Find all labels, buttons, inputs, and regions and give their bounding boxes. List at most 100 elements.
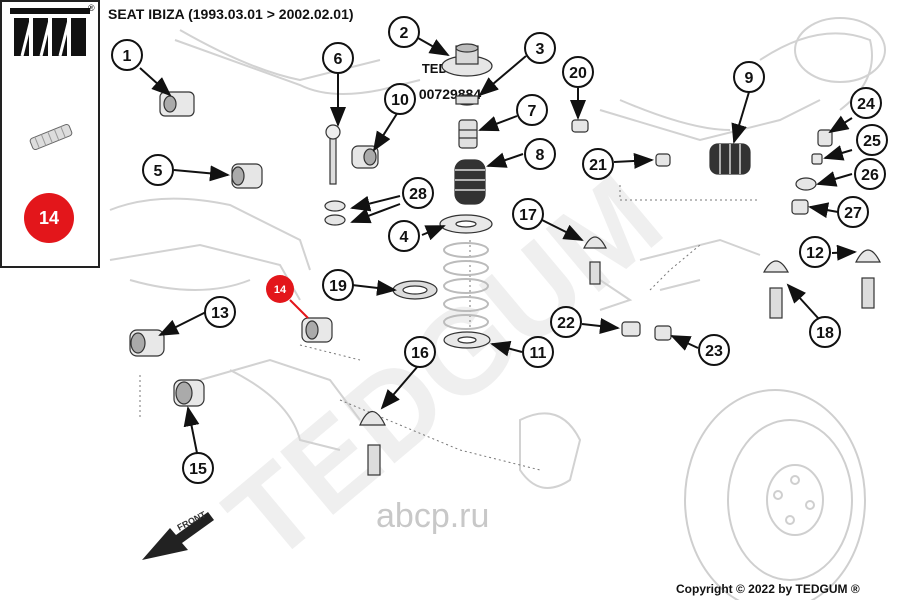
callout-5: 5 bbox=[142, 154, 174, 186]
leader-arrows bbox=[139, 37, 857, 454]
callout-label: 10 bbox=[391, 92, 409, 109]
callout-13: 13 bbox=[204, 296, 236, 328]
part-dust-boot bbox=[454, 159, 486, 205]
part-steering-damper-26 bbox=[795, 177, 817, 191]
callout-17: 17 bbox=[512, 198, 544, 230]
part-spring-seat-upper bbox=[439, 214, 493, 234]
callout-16: 16 bbox=[404, 336, 436, 368]
callout-label: 11 bbox=[530, 345, 547, 362]
callout-22: 22 bbox=[550, 306, 582, 338]
callout-label: 6 bbox=[334, 51, 343, 68]
callout-8: 8 bbox=[524, 138, 556, 170]
callout-label: 17 bbox=[519, 207, 537, 224]
part-arm-bushing-front bbox=[129, 329, 165, 357]
part-bearing bbox=[455, 94, 479, 106]
bushing-thumbnail bbox=[26, 122, 76, 157]
part-link-washers bbox=[324, 200, 346, 226]
part-subframe-bushing bbox=[231, 163, 263, 189]
callout-label: 21 bbox=[589, 157, 607, 174]
callout-label: 5 bbox=[154, 163, 163, 180]
part-steering-boot bbox=[709, 143, 751, 175]
callout-26: 26 bbox=[854, 158, 886, 190]
callout-label: 9 bbox=[745, 70, 754, 87]
callout-18: 18 bbox=[809, 316, 841, 348]
part-strut-bearing bbox=[392, 280, 438, 300]
callout-label: 23 bbox=[705, 343, 723, 360]
callout-24: 24 bbox=[850, 87, 882, 119]
front-direction-arrow bbox=[142, 512, 214, 560]
part-stabilizer-bushing bbox=[159, 91, 195, 117]
part-steering-damper-24 bbox=[817, 129, 833, 147]
callout-19: 19 bbox=[322, 269, 354, 301]
callout-label: 18 bbox=[816, 325, 834, 342]
part-ball-joint bbox=[359, 410, 386, 476]
part-arm-bushing-rear bbox=[173, 379, 205, 407]
callout-10: 10 bbox=[384, 83, 416, 115]
callout-label: 27 bbox=[844, 205, 862, 222]
callout-label: 13 bbox=[211, 305, 229, 322]
callout-label: 12 bbox=[806, 245, 824, 262]
part-arm-bushing-selected bbox=[301, 317, 333, 343]
ghost-structure bbox=[109, 17, 886, 489]
page-title: SEAT IBIZA (1993.03.01 > 2002.02.01) bbox=[108, 6, 354, 22]
part-steering-damper-25 bbox=[811, 153, 823, 165]
callout-label: 1 bbox=[123, 48, 132, 65]
part-strut-mount bbox=[441, 43, 493, 77]
callout-2: 2 bbox=[388, 16, 420, 48]
callout-27: 27 bbox=[837, 196, 869, 228]
callout-label: 15 bbox=[189, 461, 207, 478]
callout-4: 4 bbox=[388, 220, 420, 252]
part-steering-damper-27 bbox=[791, 199, 809, 215]
callout-group: 1234567891011121315161718192021222324252… bbox=[111, 16, 888, 484]
callout-label: 2 bbox=[400, 25, 409, 42]
part-tie-rod-boot-right bbox=[855, 249, 881, 309]
callout-label: 4 bbox=[400, 229, 409, 246]
callout-6: 6 bbox=[322, 42, 354, 74]
callout-label: 3 bbox=[536, 41, 545, 58]
part-bump-stop bbox=[458, 119, 478, 149]
callout-label: 25 bbox=[863, 133, 881, 150]
callout-11: 11 bbox=[522, 336, 554, 368]
part-tie-rod-boot-left bbox=[762, 260, 790, 319]
callout-label: 8 bbox=[536, 147, 545, 164]
part-info-panel: ® TEDGUM 00729884 14 bbox=[0, 0, 481, 268]
part-stabilizer-link bbox=[325, 124, 341, 185]
callout-1: 1 bbox=[111, 39, 143, 71]
callout-label: 7 bbox=[528, 103, 537, 120]
leader-arrow-selected bbox=[289, 299, 309, 319]
callout-label: 22 bbox=[557, 315, 575, 332]
parts bbox=[129, 43, 881, 476]
callout-20: 20 bbox=[562, 56, 594, 88]
callout-label: 26 bbox=[861, 167, 879, 184]
callout-12: 12 bbox=[799, 236, 831, 268]
callout-label: 20 bbox=[569, 65, 587, 82]
wheel-ghost bbox=[684, 389, 866, 600]
part-link-bushing bbox=[351, 145, 379, 169]
part-rack-bushing-20 bbox=[571, 119, 589, 133]
tedgum-logo bbox=[10, 8, 90, 58]
part-rack-bushing-21 bbox=[655, 153, 671, 167]
callout-21: 21 bbox=[582, 148, 614, 180]
callout-25: 25 bbox=[856, 124, 888, 156]
callout-14-selected: 14 bbox=[266, 275, 294, 303]
part-spring-seat-lower bbox=[443, 331, 491, 349]
callout-9: 9 bbox=[733, 61, 765, 93]
callout-7: 7 bbox=[516, 94, 548, 126]
part-bushing-23 bbox=[654, 325, 672, 341]
callout-label: 16 bbox=[411, 345, 429, 362]
callout-3: 3 bbox=[524, 32, 556, 64]
part-coil-spring bbox=[443, 242, 489, 330]
callout-label: 24 bbox=[857, 96, 875, 113]
callout-28: 28 bbox=[402, 177, 434, 209]
callout-label: 28 bbox=[409, 186, 427, 203]
site-watermark: abcp.ru bbox=[376, 497, 490, 535]
svg-text:14: 14 bbox=[274, 284, 287, 296]
part-tie-rod-end-boot bbox=[583, 236, 607, 285]
registered-mark: ® bbox=[88, 3, 95, 13]
callout-15: 15 bbox=[182, 452, 214, 484]
callout-23: 23 bbox=[698, 334, 730, 366]
part-bushing-22 bbox=[621, 321, 641, 337]
copyright-text: Copyright © 2022 by TEDGUM ® bbox=[676, 582, 860, 596]
callout-label: 19 bbox=[329, 278, 347, 295]
